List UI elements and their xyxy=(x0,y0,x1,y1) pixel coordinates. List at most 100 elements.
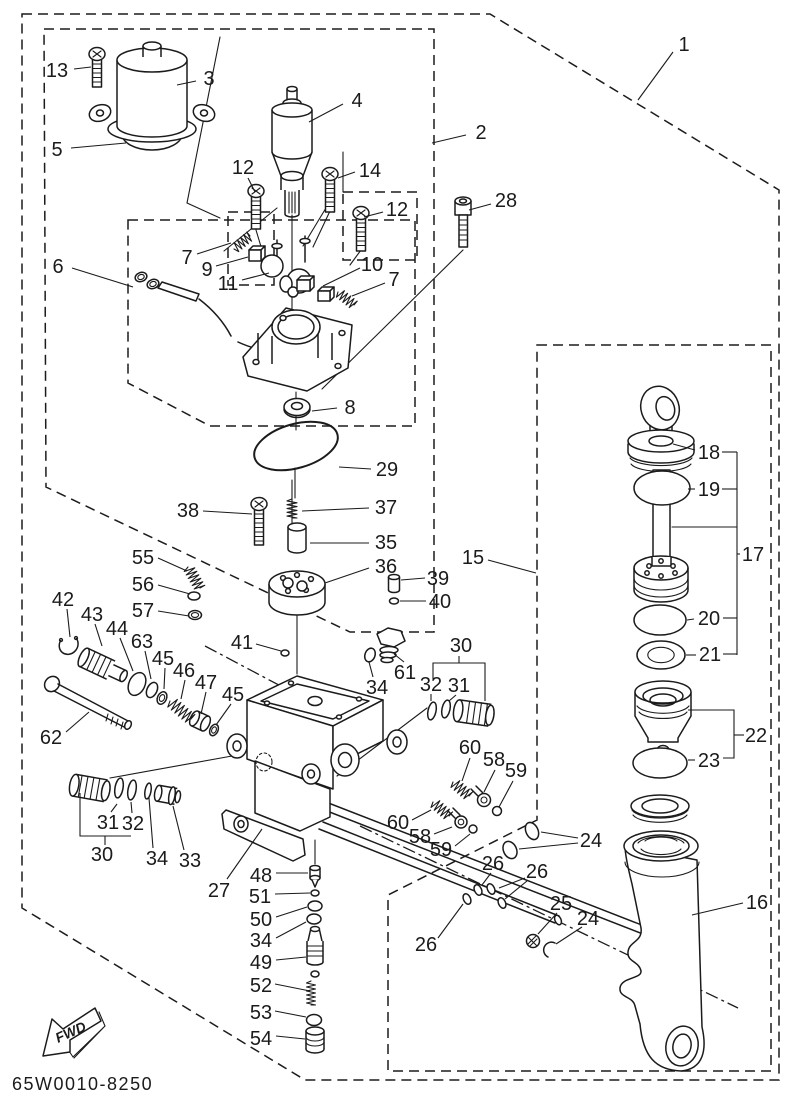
o-ring xyxy=(473,884,483,896)
springs xyxy=(167,231,474,1006)
callout-44: 44 xyxy=(106,618,128,640)
callout-49: 49 xyxy=(250,952,272,974)
o-ring xyxy=(658,573,664,579)
o-ring xyxy=(355,696,363,702)
snap-ring-42 xyxy=(58,635,79,656)
o-ring xyxy=(524,821,540,841)
leader-line-49 xyxy=(275,956,307,961)
oring-29 xyxy=(253,420,339,472)
callout-17: 17 xyxy=(742,544,764,566)
leader-line-55 xyxy=(157,557,188,572)
callout-54: 54 xyxy=(250,1028,272,1050)
leader-line-9 xyxy=(215,256,249,267)
manifold-body xyxy=(226,675,408,832)
o-ring xyxy=(279,314,287,322)
o-ring xyxy=(632,747,688,779)
callout-2: 2 xyxy=(475,122,486,144)
leader-line-24 xyxy=(518,842,579,850)
plug-61 xyxy=(376,627,406,664)
spring xyxy=(233,231,253,253)
callout-3: 3 xyxy=(203,68,214,90)
boundary-motor-group-2 xyxy=(43,28,435,633)
pan-head-screws xyxy=(88,46,370,546)
callout-55: 55 xyxy=(132,547,154,569)
leader-line-43 xyxy=(94,623,103,647)
shift-rod xyxy=(318,821,563,926)
leader-line-26 xyxy=(504,880,528,900)
callout-19: 19 xyxy=(698,479,720,501)
screw-58-upper xyxy=(470,785,492,808)
tilt-cylinder-16 xyxy=(619,830,705,1072)
pan-screw xyxy=(321,166,339,213)
leader-line-3 xyxy=(176,80,197,86)
leader-lines xyxy=(65,51,744,1040)
leader-line-1 xyxy=(637,51,674,101)
callout-30: 30 xyxy=(91,844,113,866)
leader-line-14 xyxy=(337,171,356,179)
brush-cube xyxy=(317,286,335,302)
callout-26: 26 xyxy=(526,861,548,883)
leader-line-34 xyxy=(148,797,154,849)
leader-line-62 xyxy=(65,711,90,733)
o-ring xyxy=(299,237,311,245)
leader-line-50 xyxy=(275,906,308,918)
boundary-cylinder-group-15 xyxy=(387,344,772,1072)
leader-line-58 xyxy=(433,826,453,835)
pan-screw xyxy=(247,183,265,230)
cylinder-end-gland xyxy=(630,794,690,823)
leader-line-15 xyxy=(487,559,537,574)
callout-58: 58 xyxy=(483,749,505,771)
screen-25 xyxy=(525,933,541,949)
callout-22: 22 xyxy=(745,725,767,747)
callout-59: 59 xyxy=(430,839,452,861)
valve-49 xyxy=(306,925,324,966)
construction-line xyxy=(312,210,331,248)
leader-line-7 xyxy=(351,282,386,297)
o-ring xyxy=(143,782,153,800)
free-piston-22 xyxy=(634,680,692,756)
callout-8: 8 xyxy=(344,397,355,419)
o-ring xyxy=(670,563,676,569)
clip-24 xyxy=(542,941,556,958)
construction-line xyxy=(109,755,233,779)
o-ring xyxy=(199,109,209,117)
spring xyxy=(286,498,298,519)
o-ring xyxy=(644,570,650,576)
o-ring xyxy=(502,840,518,860)
leader-line-8 xyxy=(311,407,338,412)
pan-screw xyxy=(250,496,268,546)
callout-32: 32 xyxy=(420,674,442,696)
leader-line-58 xyxy=(483,769,496,793)
leader-line-24 xyxy=(555,926,583,945)
o-ring xyxy=(306,913,322,925)
o-ring xyxy=(633,604,687,636)
boundary-outer-group-1 xyxy=(21,13,780,1081)
callout-13: 13 xyxy=(46,60,68,82)
callout-36: 36 xyxy=(375,556,397,578)
leader-line-42 xyxy=(66,608,71,638)
pin-39 xyxy=(387,573,401,594)
leader-line-44 xyxy=(119,637,134,672)
lower-bracket-27 xyxy=(221,809,306,862)
leader-line-36 xyxy=(324,567,370,584)
leader-line-26 xyxy=(498,877,526,889)
callout-10: 10 xyxy=(361,254,383,276)
callout-34: 34 xyxy=(146,848,168,870)
callout-38: 38 xyxy=(177,500,199,522)
leader-line-61 xyxy=(393,653,405,663)
callout-63: 63 xyxy=(131,631,153,653)
leader-line-18 xyxy=(672,443,696,451)
o-ring xyxy=(338,329,346,337)
callout-41: 41 xyxy=(231,632,253,654)
leader-line-60 xyxy=(461,757,471,782)
callout-62: 62 xyxy=(40,727,62,749)
o-ring xyxy=(307,575,315,583)
callout-1: 1 xyxy=(678,34,689,56)
pump-gear-set xyxy=(268,522,326,616)
callout-33: 33 xyxy=(179,850,201,872)
callout-56: 56 xyxy=(132,574,154,596)
construction-line xyxy=(349,249,362,266)
o-ring xyxy=(287,680,295,686)
callout-59: 59 xyxy=(505,760,527,782)
manual-valve-30-left xyxy=(68,773,111,803)
